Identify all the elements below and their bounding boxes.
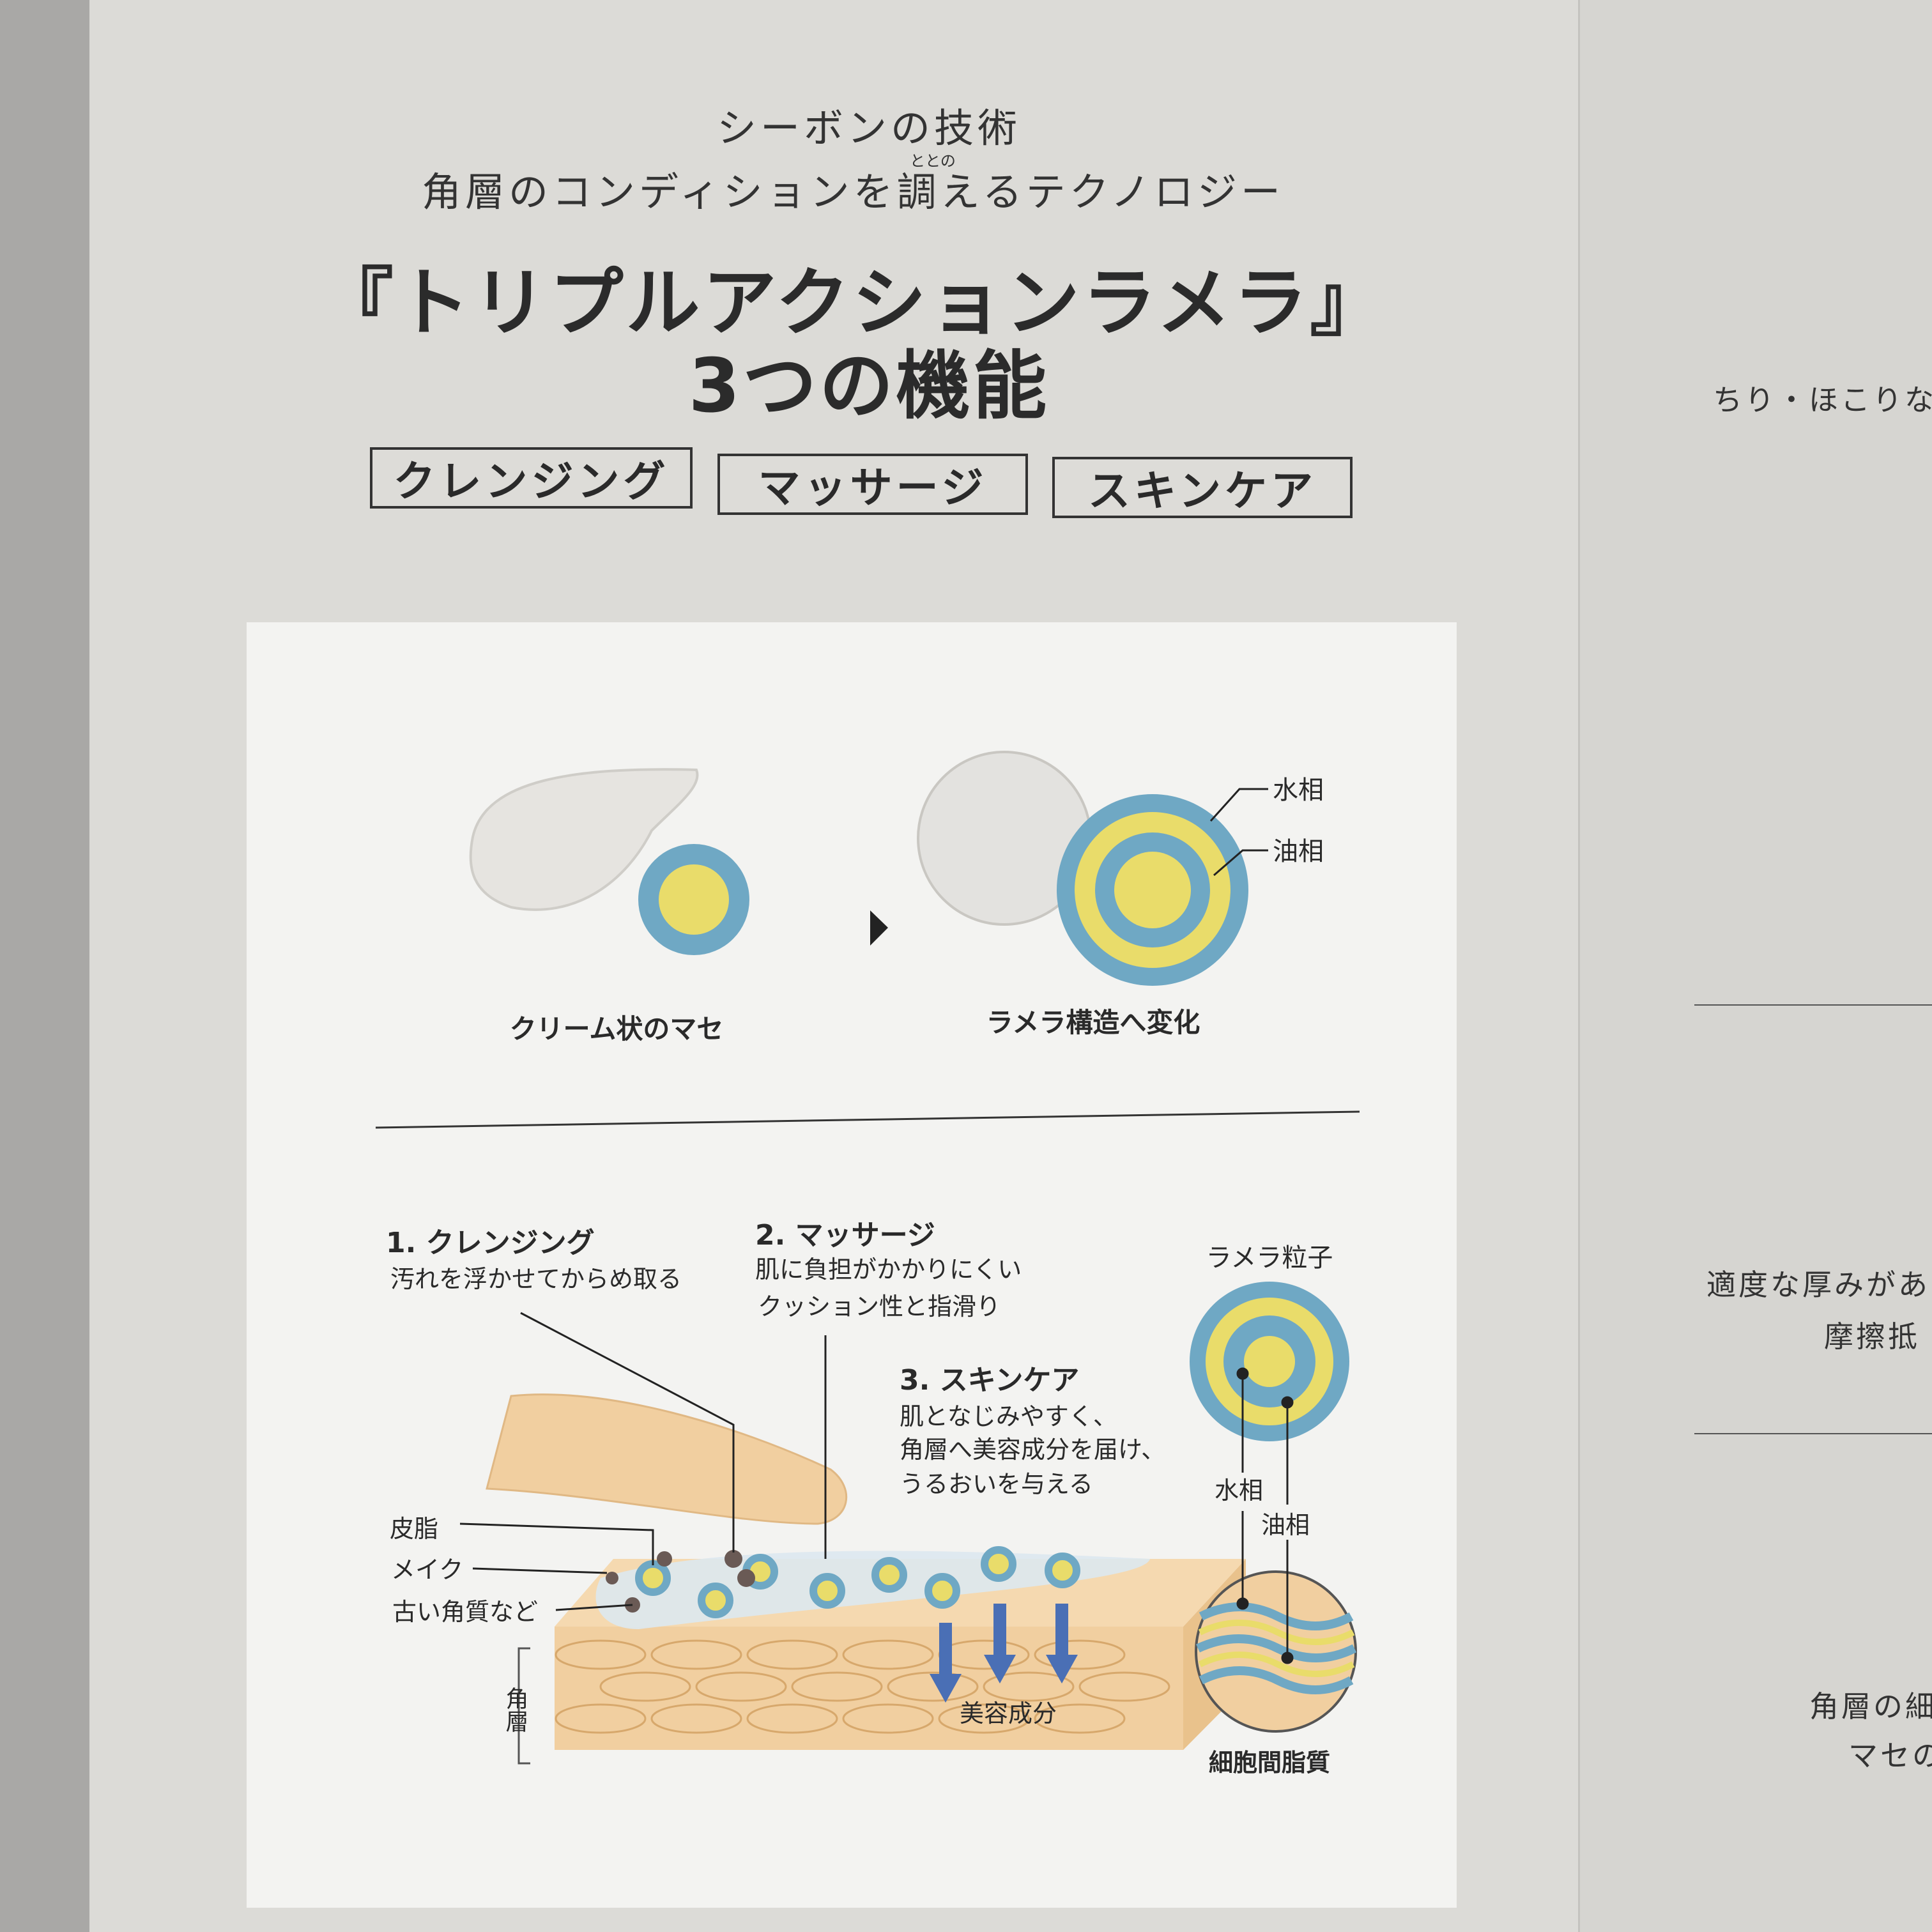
cream-blob	[469, 768, 699, 911]
right-text-3a: 角層の細	[1809, 1689, 1932, 1724]
tag-massage: マッサージ	[717, 454, 1028, 515]
oil-phase-label: 油相	[1273, 837, 1324, 866]
intercellular-lipid-circle	[1195, 1570, 1357, 1733]
lamella-particle-detail	[1190, 1282, 1349, 1441]
lamella-particles-on-skin	[635, 1546, 1080, 1618]
water-phase-label: 水相	[1273, 776, 1324, 805]
intercellular-label: 細胞間脂質	[1209, 1749, 1330, 1777]
sebum-label: 皮脂	[390, 1515, 438, 1543]
stratum-label: 角層	[502, 1687, 528, 1733]
ingredients-label: 美容成分	[960, 1699, 1057, 1728]
step2-title: 2. マッサージ	[755, 1219, 935, 1252]
right-text-2a: 適度な厚みがあ	[1706, 1268, 1930, 1302]
cream-label: クリーム状のマセ	[510, 1013, 724, 1045]
right-divider-1	[1694, 1004, 1932, 1006]
page-subtitle: 3つの機能	[688, 343, 1050, 429]
step3-text1: 肌となじみやすく、	[900, 1402, 1117, 1430]
step3-text3: うるおいを与える	[900, 1470, 1093, 1498]
ingredient-arrows	[930, 1604, 1078, 1703]
large-lamella-particle	[1057, 794, 1248, 986]
step2-text1: 肌に負担がかかりにくい	[755, 1255, 1022, 1284]
heading-line2: 角層のコンディションを調えるテクノロジー	[421, 169, 1285, 215]
step2-text2: クッション性と指滑り	[758, 1292, 1000, 1321]
dirt-particles	[606, 1550, 755, 1613]
page-title: 『トリプルアクションラメラ』	[319, 260, 1387, 346]
divider	[375, 1110, 1360, 1129]
tag-skincare: スキンケア	[1052, 457, 1353, 518]
detail-water-phase-label: 水相	[1215, 1476, 1263, 1505]
tag-cleansing: クレンジング	[370, 447, 693, 509]
old-keratin-label: 古い角質など	[392, 1598, 538, 1626]
right-text-1: ちり・ほこりな	[1713, 383, 1932, 417]
hand-illustration	[486, 1393, 848, 1525]
step1-title: 1. クレンジング	[386, 1227, 595, 1259]
step1-text: 汚れを浮かせてからめ取る	[390, 1265, 682, 1293]
brochure-right-page	[1578, 0, 1932, 1932]
ruby-text: ととの	[910, 152, 956, 170]
small-lamella-particle	[638, 844, 749, 955]
step3-title: 3. スキンケア	[900, 1364, 1079, 1397]
step3-text2: 角層へ美容成分を届け、	[900, 1436, 1165, 1464]
makeup-label: メイク	[391, 1556, 463, 1584]
heading-line1: シーボンの技術	[716, 105, 1022, 151]
arrow-right-icon	[870, 910, 888, 946]
lamella-label: ラメラ構造へ変化	[986, 1007, 1200, 1038]
right-divider-2	[1694, 1433, 1932, 1434]
right-text-2b: 摩擦抵	[1824, 1319, 1920, 1354]
detail-oil-phase-label: 油相	[1261, 1511, 1310, 1539]
right-text-3b: マセの	[1848, 1738, 1932, 1773]
particle-label: ラメラ粒子	[1206, 1243, 1333, 1273]
